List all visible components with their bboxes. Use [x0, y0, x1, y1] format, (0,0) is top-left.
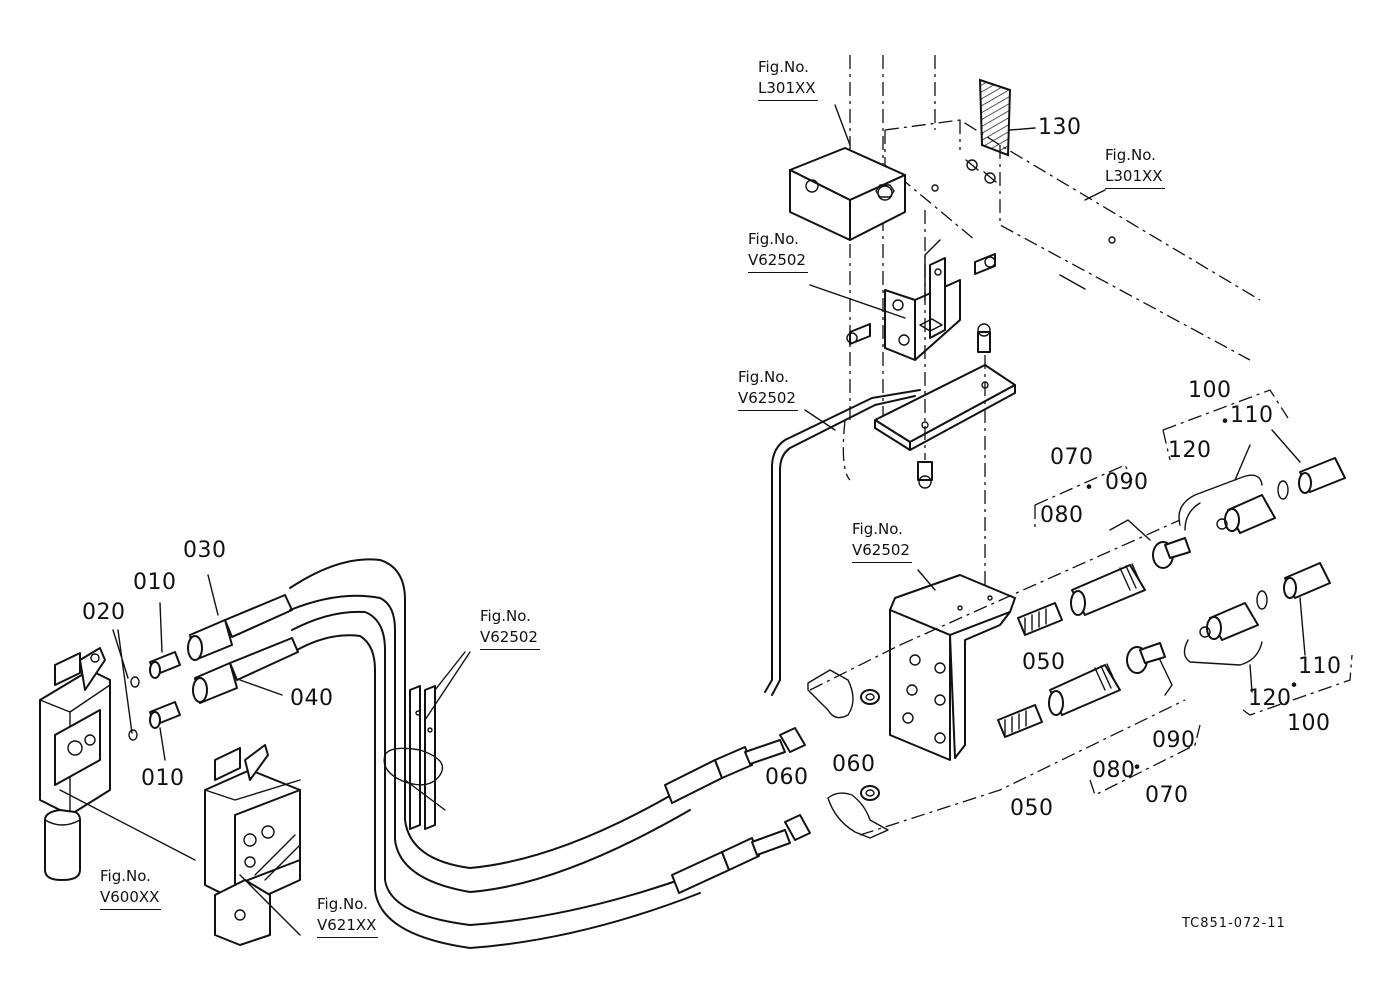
separator-dot: ・ — [1214, 410, 1237, 435]
label-part-130: 130 — [1038, 115, 1082, 140]
label-part-080-upper: 080 — [1040, 503, 1084, 528]
label-part-090-lower: 090 — [1152, 728, 1196, 753]
figure-ref-label: Fig.No. — [100, 867, 151, 885]
figure-ref-code: V62502 — [748, 250, 808, 273]
figure-ref-v62502-a: Fig.No. V62502 — [748, 229, 808, 273]
label-part-100-lower: 100 — [1287, 711, 1331, 736]
figure-ref-label: Fig.No. — [852, 520, 903, 538]
figure-ref-code: V621XX — [317, 915, 379, 938]
upper-bracket — [789, 147, 906, 241]
figure-ref-v600xx: Fig.No. V600XX — [100, 866, 162, 910]
figure-ref-code: V62502 — [738, 388, 798, 411]
figure-ref-label: Fig.No. — [738, 368, 789, 386]
hydraulic-hoses — [59, 558, 701, 949]
label-part-010-lower: 010 — [141, 766, 185, 791]
label-part-020: 020 — [82, 600, 126, 625]
label-part-010-upper: 010 — [133, 570, 177, 595]
label-part-070-upper: 070 — [1050, 445, 1094, 470]
separator-dot: ・ — [1078, 476, 1101, 501]
figure-ref-l301xx-right: Fig.No. L301XX — [1105, 145, 1165, 189]
control-valve-left — [39, 647, 111, 881]
hose-ends — [664, 727, 811, 894]
frame-bolts — [931, 159, 1116, 290]
label-part-070-lower: 070 — [1145, 783, 1189, 808]
pad-130 — [978, 78, 1012, 157]
label-part-090-upper: 090 — [1105, 470, 1149, 495]
figure-ref-label: Fig.No. — [1105, 146, 1156, 164]
label-part-100-upper: 100 — [1188, 378, 1232, 403]
label-part-040: 040 — [290, 686, 334, 711]
small-bolts — [846, 253, 996, 489]
separator-dot: ・ — [1126, 756, 1149, 781]
leader-lines — [112, 104, 1306, 761]
coupler-bracket — [809, 519, 1186, 836]
label-part-060-lower: 060 — [765, 765, 809, 790]
label-part-110-upper: 110 — [1230, 403, 1274, 428]
group-brackets — [1034, 389, 1353, 796]
figure-ref-v62502-b: Fig.No. V62502 — [738, 367, 798, 411]
hose-clamp — [383, 685, 446, 830]
label-part-080-lower: 080 — [1092, 758, 1136, 783]
label-part-050-lower: 050 — [1010, 796, 1054, 821]
figure-ref-v62502-c: Fig.No. V62502 — [852, 519, 912, 563]
label-part-030: 030 — [183, 538, 227, 563]
figure-ref-l301xx-top: Fig.No. L301XX — [758, 57, 818, 101]
figure-ref-code: L301XX — [758, 78, 818, 101]
label-part-110-lower: 110 — [1298, 654, 1342, 679]
drawing-code: TC851-072-11 — [1182, 916, 1286, 931]
clip-upper — [807, 669, 880, 719]
figure-ref-v621xx: Fig.No. V621XX — [317, 894, 379, 938]
left-fittings — [128, 594, 299, 741]
mid-bracket — [884, 239, 961, 361]
coupler-lower — [997, 642, 1173, 738]
coupler-upper — [1017, 519, 1191, 636]
separator-dot: ・ — [1283, 674, 1306, 699]
label-part-050-upper: 050 — [1022, 650, 1066, 675]
rod — [764, 389, 921, 696]
dust-cap-upper — [1178, 457, 1346, 534]
label-part-120-lower: 120 — [1248, 686, 1292, 711]
figure-ref-code: L301XX — [1105, 166, 1165, 189]
clip-lower — [827, 785, 889, 839]
figure-ref-label: Fig.No. — [748, 230, 799, 248]
figure-ref-label: Fig.No. — [480, 607, 531, 625]
dust-cap-lower — [1183, 562, 1331, 666]
mount-plate — [874, 210, 1016, 595]
figure-ref-code: V600XX — [100, 887, 162, 910]
figure-ref-code: V62502 — [852, 540, 912, 563]
figure-ref-label: Fig.No. — [317, 895, 368, 913]
control-valve-middle — [204, 744, 301, 946]
label-part-060-upper: 060 — [832, 752, 876, 777]
figure-ref-label: Fig.No. — [758, 58, 809, 76]
label-part-120-upper: 120 — [1168, 438, 1212, 463]
figure-ref-code: V62502 — [480, 627, 540, 650]
figure-ref-v62502-d: Fig.No. V62502 — [480, 606, 540, 650]
